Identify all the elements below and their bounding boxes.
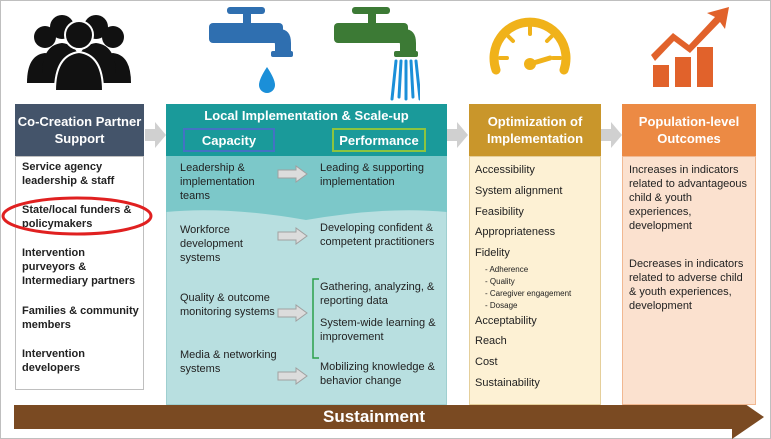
growth-chart-icon <box>651 7 729 87</box>
outcomes-header: Population-level Outcomes <box>622 104 756 156</box>
partner-item: State/local funders & policymakers <box>22 204 132 230</box>
faucet-flowing-icon <box>334 7 420 101</box>
sustainment-label: Sustainment <box>322 407 426 426</box>
optimization-item: Sustainability <box>475 377 540 389</box>
performance-label: Performance <box>332 128 426 152</box>
fidelity-subitem: - Dosage <box>485 301 518 310</box>
partner-support-header: Co-Creation Partner Support <box>15 104 144 156</box>
optimization-item: System alignment <box>475 185 563 197</box>
optimization-header: Optimization of Implementation <box>469 104 601 156</box>
partner-item: Service agency leadership & staff <box>22 161 115 187</box>
capacity-to-performance-arrow <box>277 304 308 322</box>
performance-item: System-wide learning & improvement <box>320 317 436 343</box>
sustainment-arrow <box>14 395 764 439</box>
optimization-item: Feasibility <box>475 206 524 218</box>
optimization-item: Fidelity <box>475 247 510 259</box>
capacity-to-performance-arrow <box>277 227 308 245</box>
capacity-to-performance-arrow <box>277 367 308 385</box>
capacity-item: Workforce development systems <box>180 224 243 264</box>
local-top-band <box>166 156 447 220</box>
capacity-label: Capacity <box>183 128 275 152</box>
optimization-panel <box>469 156 601 405</box>
arrow-optimization-to-outcomes <box>601 122 622 148</box>
arrow-local-to-optimization <box>447 122 468 148</box>
optimization-item: Accessibility <box>475 164 535 176</box>
performance-item: Leading & supporting implementation <box>320 162 424 188</box>
faucet-drip-icon <box>209 7 293 93</box>
people-group-icon <box>27 15 131 92</box>
optimization-item: Cost <box>475 356 498 368</box>
optimization-item: Reach <box>475 335 507 347</box>
performance-item: Gathering, analyzing, & reporting data <box>320 281 435 307</box>
local-implementation-title: Local Implementation & Scale-up <box>204 107 409 123</box>
partner-item: Families & community members <box>22 305 139 331</box>
capacity-to-performance-arrow <box>277 165 308 183</box>
outcome-item: Decreases in indicators related to adver… <box>629 258 744 312</box>
outcomes-panel <box>622 156 756 405</box>
partner-item: Intervention developers <box>22 348 85 374</box>
speedometer-icon <box>489 17 571 75</box>
grouping-bracket <box>312 278 319 359</box>
fidelity-subitem: - Quality <box>485 277 515 286</box>
optimization-item: Appropriateness <box>475 226 556 238</box>
capacity-item: Leadership & implementation teams <box>180 162 255 202</box>
outcome-item: Increases in indicators related to advan… <box>629 164 748 232</box>
arrow-partner-to-local <box>145 122 166 148</box>
optimization-item: Acceptability <box>475 315 537 327</box>
partner-item: Intervention purveyors & Intermediary pa… <box>22 247 136 287</box>
partner-support-panel <box>15 156 144 390</box>
performance-item: Developing confident & competent practit… <box>320 222 435 248</box>
fidelity-subitem: - Adherence <box>485 265 529 274</box>
capacity-item: Media & networking systems <box>180 349 277 375</box>
capacity-item: Quality & outcome monitoring systems <box>180 292 275 318</box>
local-implementation-header <box>166 104 447 156</box>
performance-item: Mobilizing knowledge & behavior change <box>320 361 435 387</box>
highlight-circle <box>1 196 153 236</box>
fidelity-subitem: - Caregiver engagement <box>485 289 572 298</box>
